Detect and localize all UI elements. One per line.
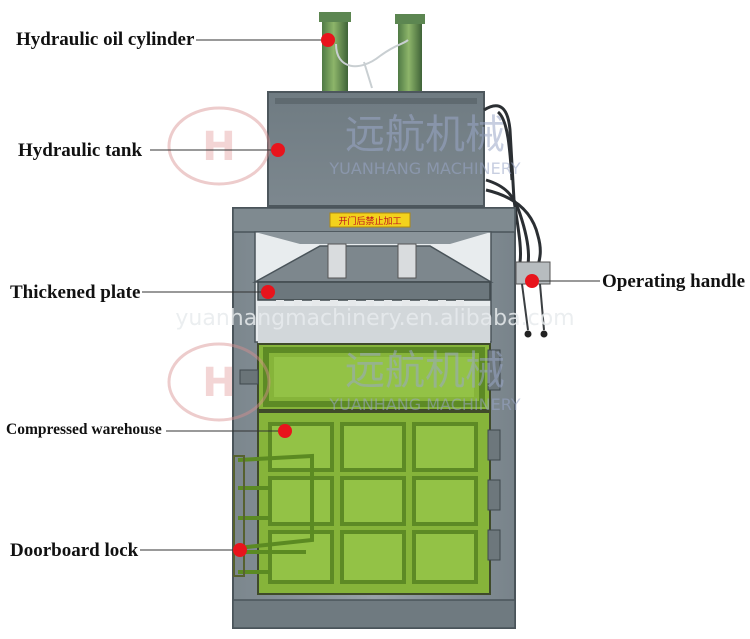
label-doorboard-lock: Doorboard lock: [10, 540, 139, 561]
marker-tank: [271, 143, 285, 157]
label-compressed-warehouse: Compressed warehouse: [6, 421, 162, 438]
hydraulic-cylinders: [319, 12, 425, 94]
watermark-logo-top: H: [167, 106, 271, 186]
marker-lock: [233, 543, 247, 557]
leader-lines: [140, 39, 600, 551]
door-hinges: [487, 349, 501, 561]
marker-plate: [261, 285, 275, 299]
operating-handle-assembly: [515, 261, 551, 338]
label-hydraulic-oil-cylinder: Hydraulic oil cylinder: [16, 29, 195, 50]
lower-door: [257, 411, 491, 595]
watermark-chinese-bottom: 远航机械: [345, 348, 505, 394]
door-lock-mechanism: [233, 453, 314, 577]
marker-cylinder: [321, 33, 335, 47]
label-operating-handle: Operating handle: [602, 271, 746, 292]
watermark-english-top: YUANHANG MACHINERY: [328, 159, 520, 178]
hydraulic-hoses: [483, 104, 542, 267]
marker-warehouse: [278, 424, 292, 438]
watermark-chinese-top: 远航机械: [345, 112, 505, 158]
watermark-url: yuanhangmachinery.en.alibaba.com: [175, 306, 574, 331]
watermark-english-bottom: YUANHANG MACHINERY: [328, 395, 520, 414]
label-hydraulic-tank: Hydraulic tank: [18, 140, 143, 161]
callout-markers: [233, 33, 539, 557]
press-chamber: [252, 231, 494, 344]
label-thickened-plate: Thickened plate: [10, 282, 141, 303]
marker-handle: [525, 274, 539, 288]
upper-door: [239, 343, 491, 411]
hydraulic-tank: [267, 91, 485, 211]
svg-text:H: H: [202, 360, 235, 406]
thickened-plate: [257, 281, 491, 301]
warning-sign-text: 开门后禁止加工: [338, 215, 401, 227]
warning-sign: 开门后禁止加工: [329, 212, 411, 228]
watermark-logo-bottom: H: [167, 342, 271, 422]
svg-text:H: H: [202, 124, 235, 170]
